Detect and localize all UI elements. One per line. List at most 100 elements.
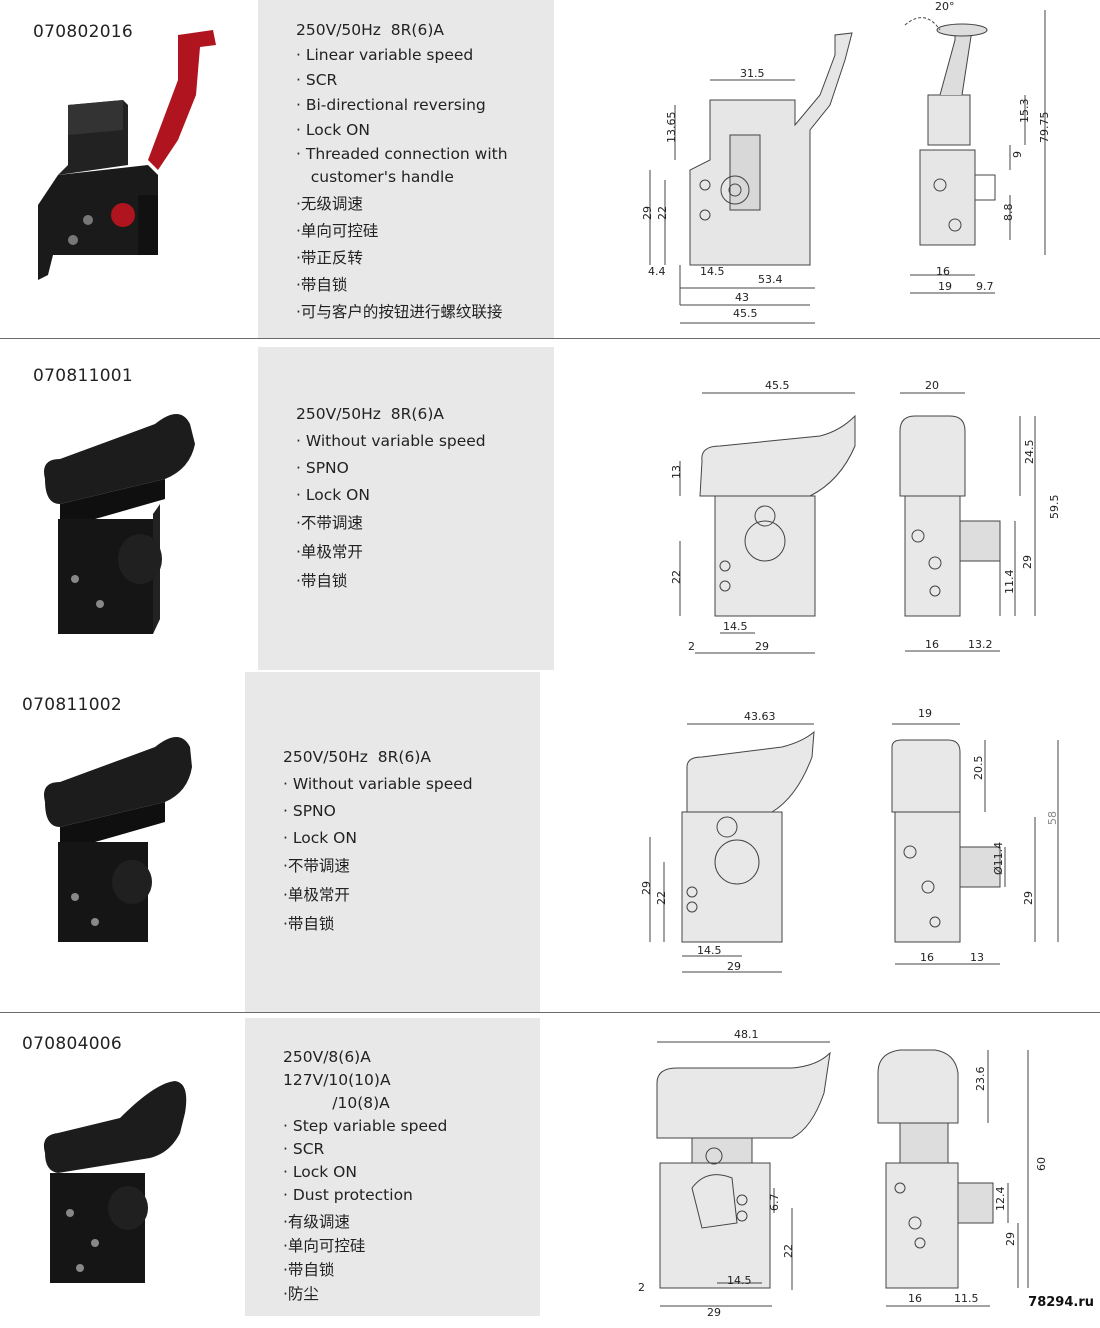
spec-line: ·单向可控硅: [283, 1237, 366, 1255]
dim-label: 14.5: [697, 944, 722, 957]
spec-list: 250V/50Hz 8R(6)A · Linear variable speed…: [296, 18, 508, 324]
dim-label: 22: [655, 891, 668, 905]
spec-line: · Without variable speed: [283, 775, 473, 793]
dim-label: 29: [641, 206, 654, 220]
spec-line: · SPNO: [296, 459, 349, 477]
dim-label: 29: [640, 881, 653, 895]
row-divider: [0, 338, 1100, 339]
spec-line: ·带自锁: [283, 1261, 335, 1279]
dim-label: 22: [670, 570, 683, 584]
dim-label: 29: [1004, 1232, 1017, 1246]
product-code: 070804006: [22, 1034, 123, 1054]
spec-line: 250V/50Hz 8R(6)A: [283, 748, 431, 766]
side-view-drawing: 20 24.5 59.5 11.4 29 16 13.2: [899, 379, 1061, 652]
dim-label: 19: [938, 280, 952, 293]
dim-label: 16: [908, 1292, 922, 1305]
dim-label: 20.5: [972, 756, 985, 781]
dim-label: 31.5: [740, 67, 765, 80]
spec-line: ·有级调速: [283, 1213, 350, 1231]
front-view-drawing: 43.63 29 22 14.5 29: [640, 710, 815, 973]
spec-panel: 250V/50Hz 8R(6)A · Linear variable speed…: [258, 0, 554, 338]
spec-line: customer's handle: [296, 168, 454, 186]
dim-label: 48.1: [734, 1028, 759, 1041]
spec-line: · Threaded connection with: [296, 145, 508, 163]
switch-photo-black-trigger: [44, 737, 192, 942]
spec-line: 250V/50Hz 8R(6)A: [296, 21, 444, 39]
dim-label: 16: [925, 638, 939, 651]
spec-line: ·带自锁: [296, 276, 348, 294]
product-row-3: 070811002 250V/50Hz 8R(6)A · Without var…: [0, 672, 1100, 1012]
product-code: 070802016: [33, 22, 134, 42]
spec-line: ·带自锁: [283, 915, 335, 933]
dim-label: 14.5: [727, 1274, 752, 1287]
side-view-drawing: 20° 15.3 79.75 9 8.8 16 19 9.7: [904, 0, 1051, 294]
spec-panel: 250V/50Hz 8R(6)A · Without variable spee…: [258, 347, 554, 670]
product-code: 070811001: [33, 366, 134, 386]
product-code: 070811002: [22, 695, 123, 715]
dim-label: 12.4: [994, 1187, 1007, 1212]
dim-label: 14.5: [723, 620, 748, 633]
product-row-4: 070804006 250V/8(6)A 127V/10(10)A /10(8)…: [0, 1013, 1100, 1319]
spec-panel: 250V/50Hz 8R(6)A · Without variable spee…: [245, 672, 540, 1012]
dim-label: 29: [1022, 891, 1035, 905]
switch-photo-black-trigger: [43, 1081, 187, 1283]
dim-label: 29: [707, 1306, 721, 1319]
side-view-drawing: 23.6 60 12.4 29 16 11.5: [877, 1049, 1048, 1307]
spec-panel: 250V/8(6)A 127V/10(10)A /10(8)A · Step v…: [245, 1018, 540, 1316]
spec-line: · Linear variable speed: [296, 46, 474, 64]
dim-label: 22: [656, 206, 669, 220]
spec-line: ·可与客户的按钮进行螺纹联接: [296, 303, 503, 321]
spec-line: ·单向可控硅: [296, 222, 379, 240]
dim-label: 24.5: [1023, 440, 1036, 465]
dim-label: Ø11.4: [992, 842, 1005, 875]
dim-label: 43.63: [744, 710, 776, 723]
spec-list: 250V/8(6)A 127V/10(10)A /10(8)A · Step v…: [283, 1046, 447, 1306]
spec-line: ·带正反转: [296, 249, 363, 267]
spec-list: 250V/50Hz 8R(6)A · Without variable spee…: [296, 401, 486, 596]
row-divider: [0, 1012, 1100, 1013]
dim-label: 59.5: [1048, 495, 1061, 520]
dim-label: 4.4: [648, 265, 666, 278]
dim-label: 13: [970, 951, 984, 964]
spec-line: · Lock ON: [283, 829, 357, 847]
dim-label: 53.4: [758, 273, 783, 286]
spec-line: 127V/10(10)A: [283, 1071, 391, 1089]
spec-line: · Lock ON: [296, 486, 370, 504]
dim-label: 29: [755, 640, 769, 653]
product-row-1: 070802016 250V/50Hz 8R(6)A · Linear vari…: [0, 0, 1100, 338]
dim-label: 9.7: [976, 280, 994, 293]
spec-line: /10(8)A: [283, 1094, 390, 1112]
spec-line: ·防尘: [283, 1285, 319, 1303]
watermark: 78294.ru: [1028, 1295, 1094, 1310]
spec-line: · Dust protection: [283, 1186, 413, 1204]
switch-photo-red-trigger: [38, 30, 216, 280]
spec-list: 250V/50Hz 8R(6)A · Without variable spee…: [283, 744, 473, 939]
dim-label: 9: [1011, 151, 1024, 158]
product-row-2: 070811001 250V/50Hz 8R(6)A · Without var…: [0, 339, 1100, 671]
dim-label: 13: [670, 465, 683, 479]
spec-line: ·带自锁: [296, 572, 348, 590]
spec-line: ·单极常开: [283, 886, 350, 904]
spec-line: ·不带调速: [296, 514, 363, 532]
front-view-drawing: 45.5 13 22 14.5 2 29: [670, 379, 856, 654]
dim-label: 2: [638, 1281, 645, 1294]
dim-label: 20°: [935, 0, 955, 13]
dim-label: 16: [920, 951, 934, 964]
dim-label: 22: [782, 1244, 795, 1258]
dim-label: 29: [1021, 555, 1034, 569]
dim-label: 29: [727, 960, 741, 973]
front-view-drawing: 48.1 6.7 22 2 14.5 29: [638, 1028, 831, 1319]
side-view-drawing: 19 20.5 58 Ø11.4 29 16 13: [891, 707, 1059, 965]
spec-line: · Lock ON: [283, 1163, 357, 1181]
dim-label: 19: [918, 707, 932, 720]
spec-line: ·不带调速: [283, 857, 350, 875]
spec-line: ·单极常开: [296, 543, 363, 561]
dim-label: 60: [1035, 1157, 1048, 1171]
spec-line: · SCR: [296, 71, 338, 89]
dim-label: 13.2: [968, 638, 993, 651]
spec-line: · SPNO: [283, 802, 336, 820]
spec-line: · Without variable speed: [296, 432, 486, 450]
dim-label: 15.3: [1018, 99, 1031, 124]
spec-line: · Step variable speed: [283, 1117, 448, 1135]
spec-line: · Bi-directional reversing: [296, 96, 486, 114]
